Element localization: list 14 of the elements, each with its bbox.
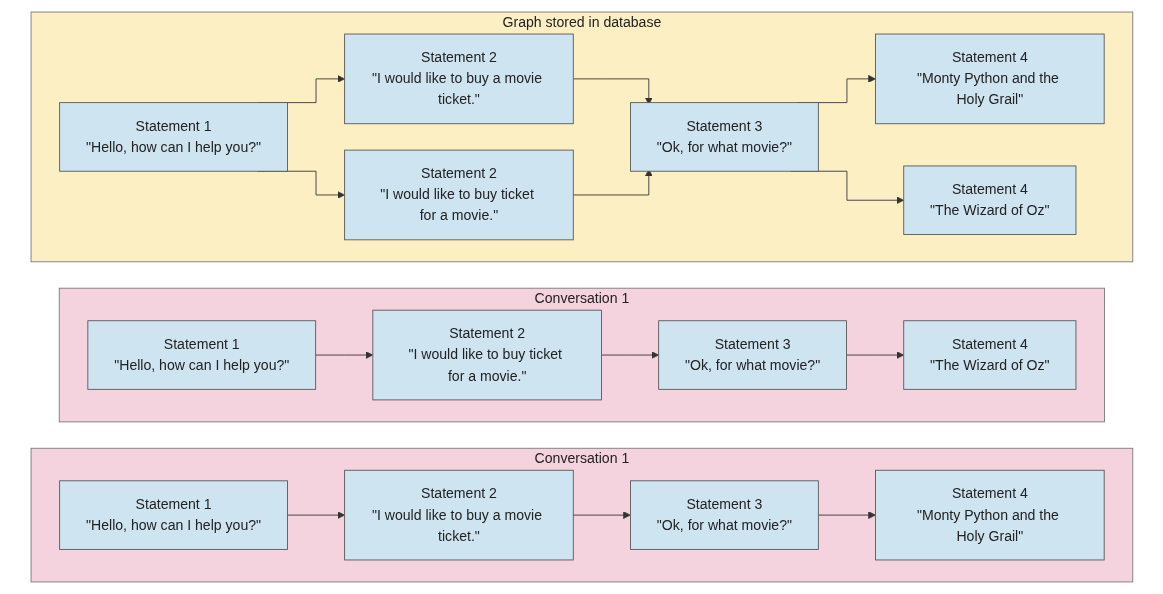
node-box: Statement 3 "Ok, for what movie?" bbox=[657, 320, 847, 390]
node-box: Statement 4 "Monty Python and the Holy Grail" bbox=[874, 33, 1105, 125]
node-box: Statement 2 "I would like to buy ticket for a movie." bbox=[343, 149, 574, 241]
node-box: Statement 4 "Monty Python and the Holy Grail" bbox=[874, 469, 1105, 561]
node-box: Statement 2 "I would like to buy ticket for a movie." bbox=[372, 309, 602, 401]
node-box: Statement 1 "Hello, how can I help you?" bbox=[87, 320, 316, 390]
node-box: Statement 1 "Hello, how can I help you?" bbox=[58, 480, 288, 550]
node-box: Statement 3 "Ok, for what movie?" bbox=[629, 480, 819, 550]
node-box: Statement 4 "The Wizard of Oz" bbox=[902, 165, 1076, 235]
node-box: Statement 4 "The Wizard of Oz" bbox=[902, 320, 1076, 390]
node-box: Statement 3 "Ok, for what movie?" bbox=[629, 102, 819, 172]
node-box: Statement 1 "Hello, how can I help you?" bbox=[58, 102, 288, 172]
node-box: Statement 2 "I would like to buy a movie ticket." bbox=[343, 469, 574, 561]
node-box: Statement 2 "I would like to buy a movie ticket." bbox=[343, 33, 574, 125]
